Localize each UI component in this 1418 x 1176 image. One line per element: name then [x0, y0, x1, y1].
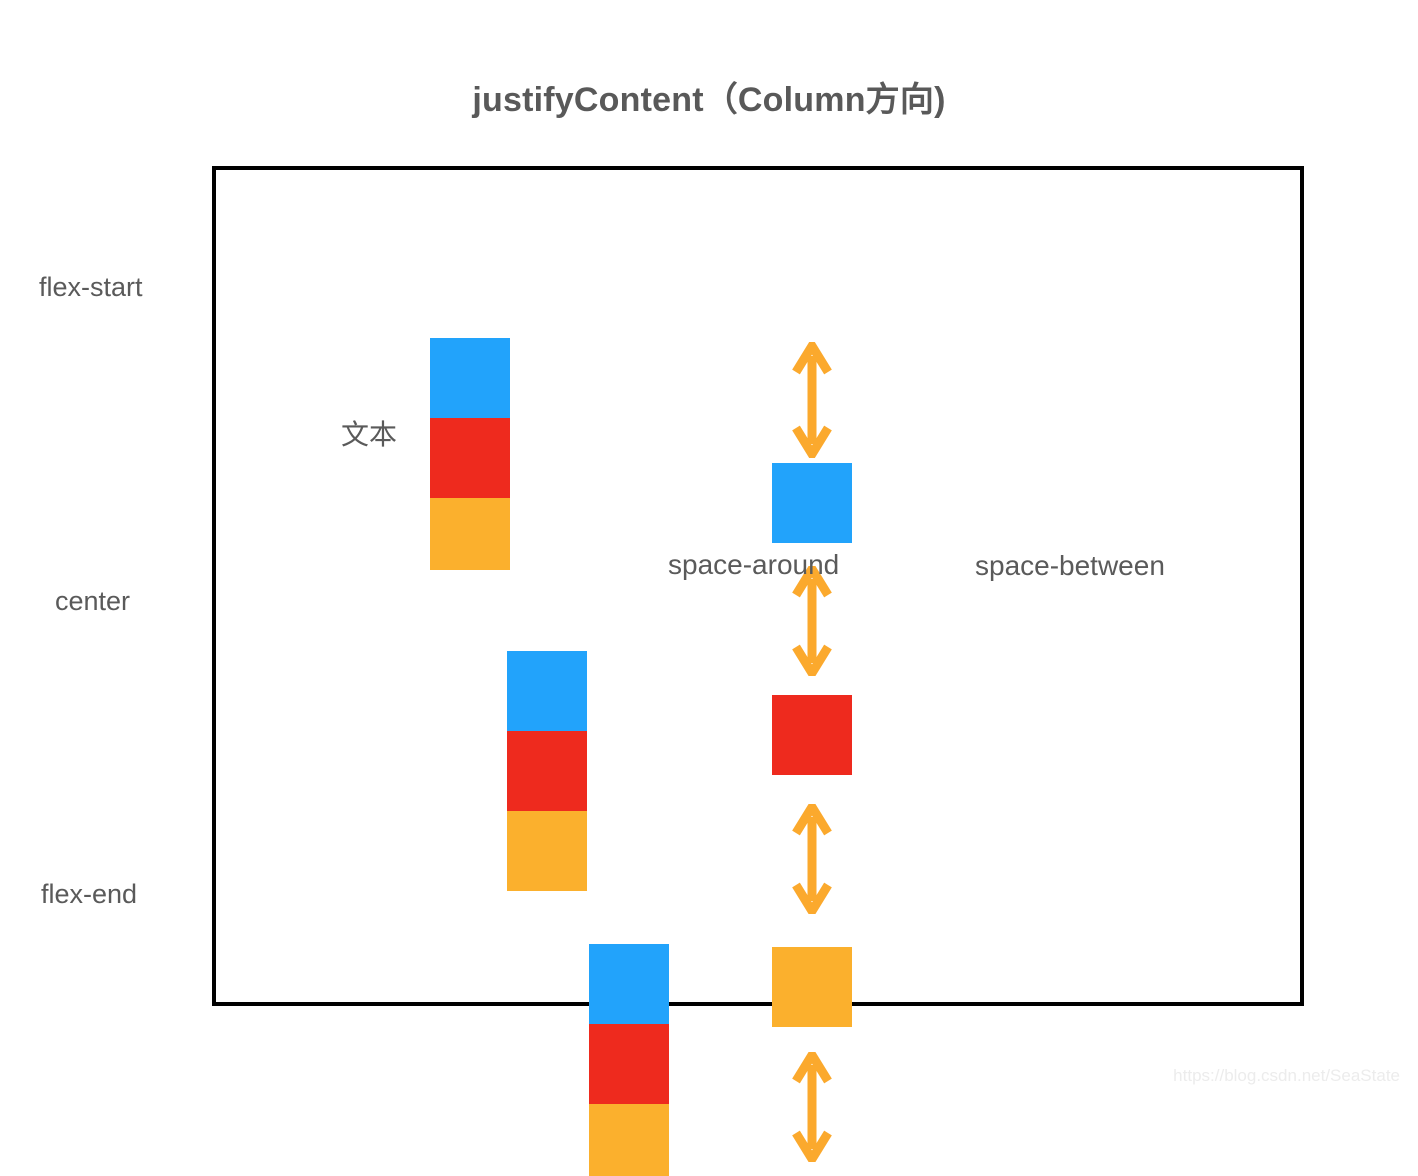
row-label-flex-start: flex-start — [39, 272, 143, 302]
flex-end-item-blue — [589, 944, 669, 1024]
column-label-space-between: space-between — [975, 550, 1165, 581]
flex-start-item-blue — [430, 338, 510, 418]
watermark: https://blog.csdn.net/SeaState — [1173, 1066, 1400, 1085]
column-label-space-around: space-around — [668, 549, 840, 580]
center-item-blue — [507, 651, 587, 731]
center-item-red — [507, 731, 587, 811]
row-label-flex-end: flex-end — [41, 879, 138, 909]
space-around-gap-arrow-4-icon — [788, 1052, 836, 1162]
space-around-gap-arrow-3-icon — [788, 804, 836, 914]
space-around-item-orange — [772, 947, 852, 1027]
flex-container-box — [212, 166, 1304, 1176]
flex-start-item-red — [430, 418, 510, 498]
flex-end-item-orange — [589, 1104, 669, 1176]
center-item-orange — [507, 811, 587, 891]
flex-start-item-orange — [430, 498, 510, 570]
space-around-gap-arrow-1-icon — [788, 342, 836, 458]
space-around-item-blue — [772, 463, 852, 543]
row-label-center: center — [55, 586, 131, 616]
flex-end-item-red — [589, 1024, 669, 1104]
space-around-gap-arrow-2-icon — [788, 566, 836, 676]
text-annotation-label: 文本 — [341, 419, 398, 450]
page-title: justifyContent（Column方向) — [472, 81, 946, 119]
space-around-item-red — [772, 695, 852, 775]
